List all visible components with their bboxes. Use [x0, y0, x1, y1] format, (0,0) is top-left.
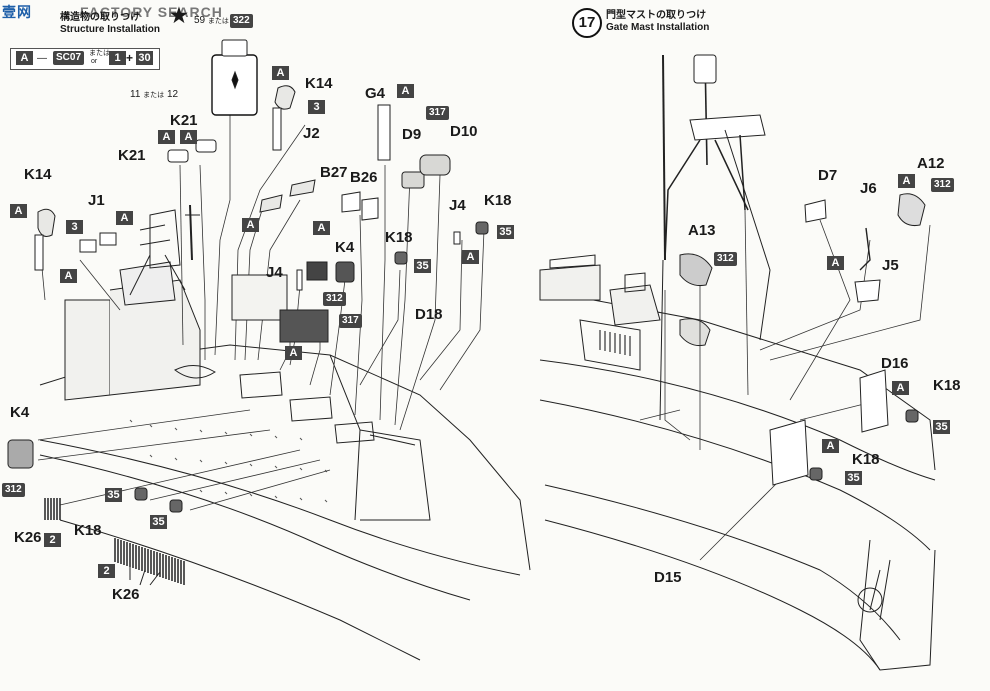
badge-35: 35 — [933, 420, 950, 434]
badge-317: 317 — [426, 106, 449, 120]
label-k4-mid: K4 — [335, 239, 355, 256]
label-k18-r1: K18 — [933, 377, 961, 394]
label-k18-right: K18 — [484, 192, 512, 209]
badge-a: A — [285, 346, 302, 360]
note-11-12: 11 または 12 — [130, 89, 179, 101]
paint-legend: A — SC07 または or 1 + 30 — [10, 48, 160, 70]
label-k14-top: K14 — [305, 75, 333, 92]
label-j1: J1 — [88, 192, 105, 209]
right-step-title-en: Gate Mast Installation — [606, 22, 710, 33]
badge-2: 2 — [98, 564, 115, 578]
badge-a: A — [60, 269, 77, 283]
label-k21-b: K21 — [118, 147, 146, 164]
label-j2: J2 — [303, 125, 320, 142]
label-d7: D7 — [818, 167, 838, 184]
label-a13: A13 — [688, 222, 716, 239]
label-d9: D9 — [402, 126, 422, 143]
badge-35: 35 — [845, 471, 862, 485]
badge-3: 3 — [308, 100, 325, 114]
label-k18-r2: K18 — [852, 451, 880, 468]
badge-a: A — [397, 84, 414, 98]
label-j4-left: J4 — [266, 264, 283, 281]
watermark-text: FACTORY SEARCH — [80, 4, 223, 20]
badge-a: A — [462, 250, 479, 264]
badge-312: 312 — [323, 292, 346, 306]
step-17-number: 17 — [572, 8, 602, 38]
legend-sc07: SC07 — [53, 51, 85, 65]
label-k14-left: K14 — [24, 166, 52, 183]
legend-dash: — — [37, 53, 47, 64]
badge-312: 312 — [931, 178, 954, 192]
label-j6: J6 — [860, 180, 877, 197]
note-12: 12 — [166, 89, 179, 100]
label-b26: B26 — [350, 169, 378, 186]
legend-or-en: or — [91, 58, 98, 65]
legend-num2: 30 — [136, 51, 153, 65]
label-k18-mid: K18 — [385, 229, 413, 246]
badge-312: 312 — [2, 483, 25, 497]
badge-a: A — [827, 256, 844, 270]
label-j5: J5 — [882, 257, 899, 274]
badge-a: A — [180, 130, 197, 144]
left-hull-side — [39, 439, 521, 576]
badge-35: 35 — [497, 225, 514, 239]
legend-plus: + — [126, 51, 134, 65]
badge-312: 312 — [714, 252, 737, 266]
badge-a: A — [313, 221, 330, 235]
label-k21-a: K21 — [170, 112, 198, 129]
note-59-or: または — [207, 18, 229, 25]
badge-35: 35 — [105, 488, 122, 502]
label-a12: A12 — [917, 155, 945, 172]
badge-a: A — [822, 439, 839, 453]
label-j4-right: J4 — [449, 197, 466, 214]
label-k18-low: K18 — [74, 522, 102, 539]
left-step-title-en: Structure Installation — [60, 24, 161, 35]
badge-35: 35 — [150, 515, 167, 529]
label-d15: D15 — [654, 569, 682, 586]
label-k26-a: K26 — [14, 529, 42, 546]
label-d10: D10 — [450, 123, 478, 140]
note-322-badge: 322 — [230, 14, 253, 28]
badge-a: A — [892, 381, 909, 395]
note-or-ja: または — [143, 92, 165, 99]
label-b27: B27 — [320, 164, 348, 181]
note-59-322: 59 または — [194, 15, 229, 27]
legend-or-ja: または — [89, 50, 110, 57]
badge-a: A — [898, 174, 915, 188]
badge-317: 317 — [339, 314, 362, 328]
badge-a: A — [242, 218, 259, 232]
label-d16: D16 — [881, 355, 909, 372]
left-step-title-ja: 構造物の取りつけ — [60, 12, 141, 23]
legend-paint-a: A — [16, 51, 33, 65]
badge-a: A — [10, 204, 27, 218]
badge-2: 2 — [44, 533, 61, 547]
badge-3: 3 — [66, 220, 83, 234]
badge-35: 35 — [414, 259, 431, 273]
legend-num1: 1 — [109, 51, 126, 65]
note-59: 59 — [194, 15, 206, 26]
label-g4: G4 — [365, 85, 386, 102]
badge-a: A — [116, 211, 133, 225]
label-k4-left: K4 — [10, 404, 30, 421]
star-icon: ★ — [170, 5, 188, 27]
right-step-title-ja: 門型マストの取りつけ — [606, 10, 707, 21]
label-d18: D18 — [415, 306, 443, 323]
note-11: 11 — [130, 89, 141, 100]
badge-a: A — [158, 130, 175, 144]
watermark-site: 壹网 — [2, 4, 32, 20]
badge-a: A — [272, 66, 289, 80]
label-k26-b: K26 — [112, 586, 140, 603]
